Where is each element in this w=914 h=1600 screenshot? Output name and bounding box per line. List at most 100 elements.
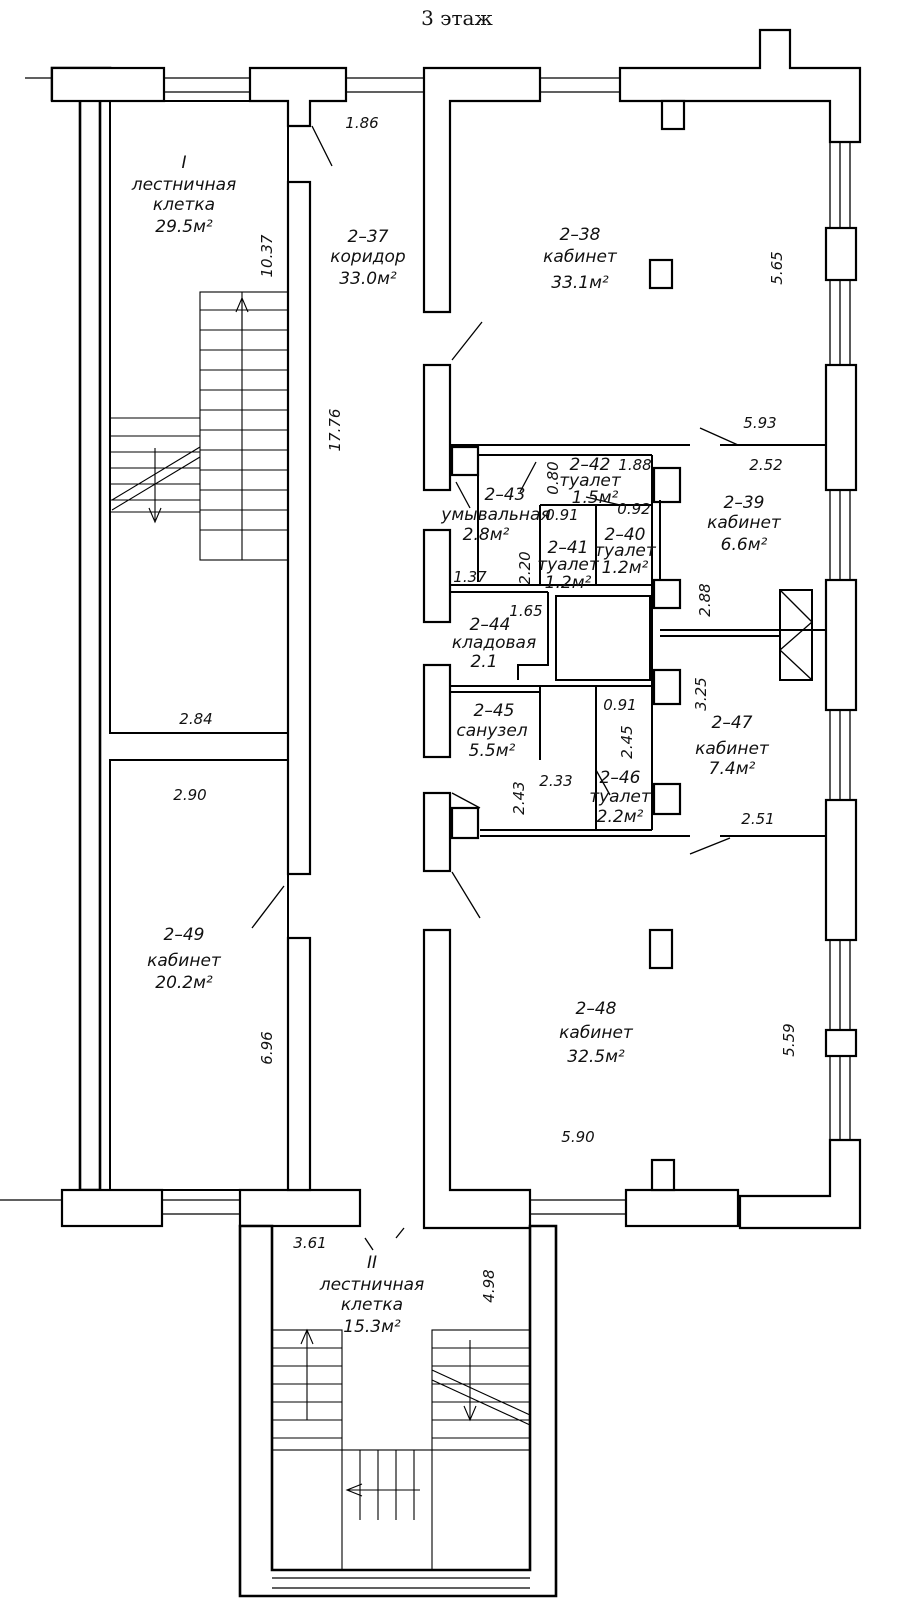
dim-2-90: 2.90	[173, 786, 206, 804]
room-2-48-number: 2–48	[576, 999, 617, 1019]
room-2-47-number: 2–47	[712, 713, 753, 733]
room-2-40-area: 1.2м²	[602, 558, 649, 578]
dim-5-59: 5.59	[780, 1023, 798, 1056]
dim-6-96: 6.96	[258, 1031, 276, 1064]
room-2-41-area: 1.2м²	[545, 573, 592, 593]
room-2-40-number: 2–40	[605, 525, 646, 545]
dim-2-33: 2.33	[539, 772, 572, 790]
room-2-44-area: 2.1	[470, 652, 497, 672]
room-2-46-number: 2–46	[600, 768, 641, 788]
room-i-number: I	[181, 153, 186, 173]
bottom-pier-corridor	[422, 928, 532, 1230]
room-2-49-area: 20.2м²	[155, 973, 213, 993]
dim-5-65: 5.65	[768, 251, 786, 284]
plan-title: 3 этаж	[421, 6, 493, 30]
right-bottom-corner	[738, 1138, 862, 1230]
right-pier-3	[824, 578, 858, 712]
room-2-38-number: 2–38	[560, 225, 601, 245]
room-2-43-area: 2.8м²	[463, 525, 510, 545]
room-i-area: 29.5м²	[155, 217, 213, 237]
room-2-44-number: 2–44	[470, 615, 511, 635]
dim-17-76: 17.76	[326, 409, 344, 452]
right-pier-2	[824, 363, 858, 492]
bottom-pier-mid	[238, 1188, 362, 1228]
room-2-43-name: умывальная	[440, 505, 550, 525]
right-pier-1	[824, 226, 858, 282]
room-2-41-number: 2–41	[548, 538, 589, 558]
dim-3-25: 3.25	[692, 677, 710, 710]
room-2-39-name: кабинет	[707, 513, 782, 533]
room-2-48-name: кабинет	[559, 1023, 634, 1043]
room-2-47-area: 7.4м²	[709, 759, 756, 779]
dim-10-37: 10.37	[258, 234, 276, 277]
room-i-name-1: лестничная	[131, 175, 237, 195]
room-2-37-area: 33.0м²	[339, 269, 397, 289]
dim-5-90: 5.90	[561, 1128, 594, 1146]
dim-0-92: 0.92	[617, 500, 650, 518]
room-2-42-area: 1.5м²	[572, 488, 619, 508]
dim-5-93: 5.93	[743, 414, 776, 432]
room-2-40-name: туалет	[594, 541, 657, 561]
interior-walls	[109, 100, 826, 1251]
room-2-48-area: 32.5м²	[567, 1047, 625, 1067]
room-2-46-name: туалет	[589, 787, 652, 807]
room-ii-name-2: клетка	[341, 1295, 403, 1315]
pier-top-stub	[660, 99, 686, 131]
dim-3-61: 3.61	[293, 1234, 326, 1252]
corridor-right-pier-1	[422, 363, 452, 492]
dimension-labels: 1.86 10.37 17.76 5.65 5.93 2.52 0.80 1.8…	[173, 114, 798, 1303]
room-2-42-name: туалет	[559, 471, 622, 491]
corridor-right-pier-2	[422, 528, 452, 624]
wall-top-pier-3	[422, 66, 542, 314]
pier-bottom-stub	[650, 1158, 676, 1192]
column-2-38	[648, 258, 674, 290]
dim-2-43: 2.43	[510, 781, 528, 814]
column-2-48	[648, 928, 674, 970]
room-2-38-area: 33.1м²	[551, 273, 609, 293]
wall-top-pier-1	[50, 66, 166, 103]
dim-1-86: 1.86	[345, 114, 378, 132]
corridor-wall-lower	[286, 936, 312, 1192]
bottom-pier-left	[60, 1188, 164, 1228]
dim-0-91b: 0.91	[603, 696, 636, 714]
room-2-37-number: 2–37	[348, 227, 389, 247]
right-pier-5	[824, 1028, 858, 1058]
dim-0-91a: 0.91	[545, 506, 578, 524]
dim-4-98: 4.98	[480, 1269, 498, 1302]
room-ii-area: 15.3м²	[343, 1317, 401, 1337]
dim-2-45: 2.45	[618, 725, 636, 758]
room-2-46-area: 2.2м²	[597, 807, 644, 827]
room-2-42-number: 2–42	[570, 455, 611, 475]
bottom-pier-right	[624, 1188, 740, 1228]
wall-top-pier-4	[618, 28, 862, 144]
room-2-39-number: 2–39	[724, 493, 765, 513]
dim-0-80: 0.80	[544, 461, 562, 494]
corridor-wall-upper	[286, 180, 312, 876]
right-pier-4	[824, 798, 858, 942]
wall-top-pier-2	[248, 66, 348, 128]
dim-1-37: 1.37	[453, 568, 487, 586]
room-2-49-number: 2–49	[164, 925, 205, 945]
room-2-49-name: кабинет	[147, 951, 222, 971]
room-ii-number: II	[367, 1253, 377, 1273]
room-2-43-number: 2–43	[485, 485, 526, 505]
room-2-37-name: коридор	[330, 247, 406, 267]
corridor-right-pier-3	[422, 663, 452, 759]
room-labels: I лестничная клетка 29.5м² 2–37 коридор …	[131, 153, 782, 1337]
outer-walls	[0, 28, 862, 1598]
room-2-47-name: кабинет	[695, 739, 770, 759]
dim-2-52: 2.52	[749, 456, 782, 474]
room-ii-name-1: лестничная	[319, 1275, 425, 1295]
room-2-45-name: санузел	[456, 721, 527, 741]
dim-2-88: 2.88	[696, 583, 714, 616]
dim-2-51: 2.51	[741, 810, 774, 828]
corridor-right-pier-4	[422, 791, 452, 873]
dim-2-20: 2.20	[516, 551, 534, 584]
room-2-44-name: кладовая	[452, 633, 536, 653]
dim-2-84: 2.84	[179, 710, 212, 728]
room-i-name-2: клетка	[153, 195, 215, 215]
room-2-38-name: кабинет	[543, 247, 618, 267]
room-2-45-area: 5.5м²	[469, 741, 516, 761]
stairs-1	[110, 291, 289, 561]
